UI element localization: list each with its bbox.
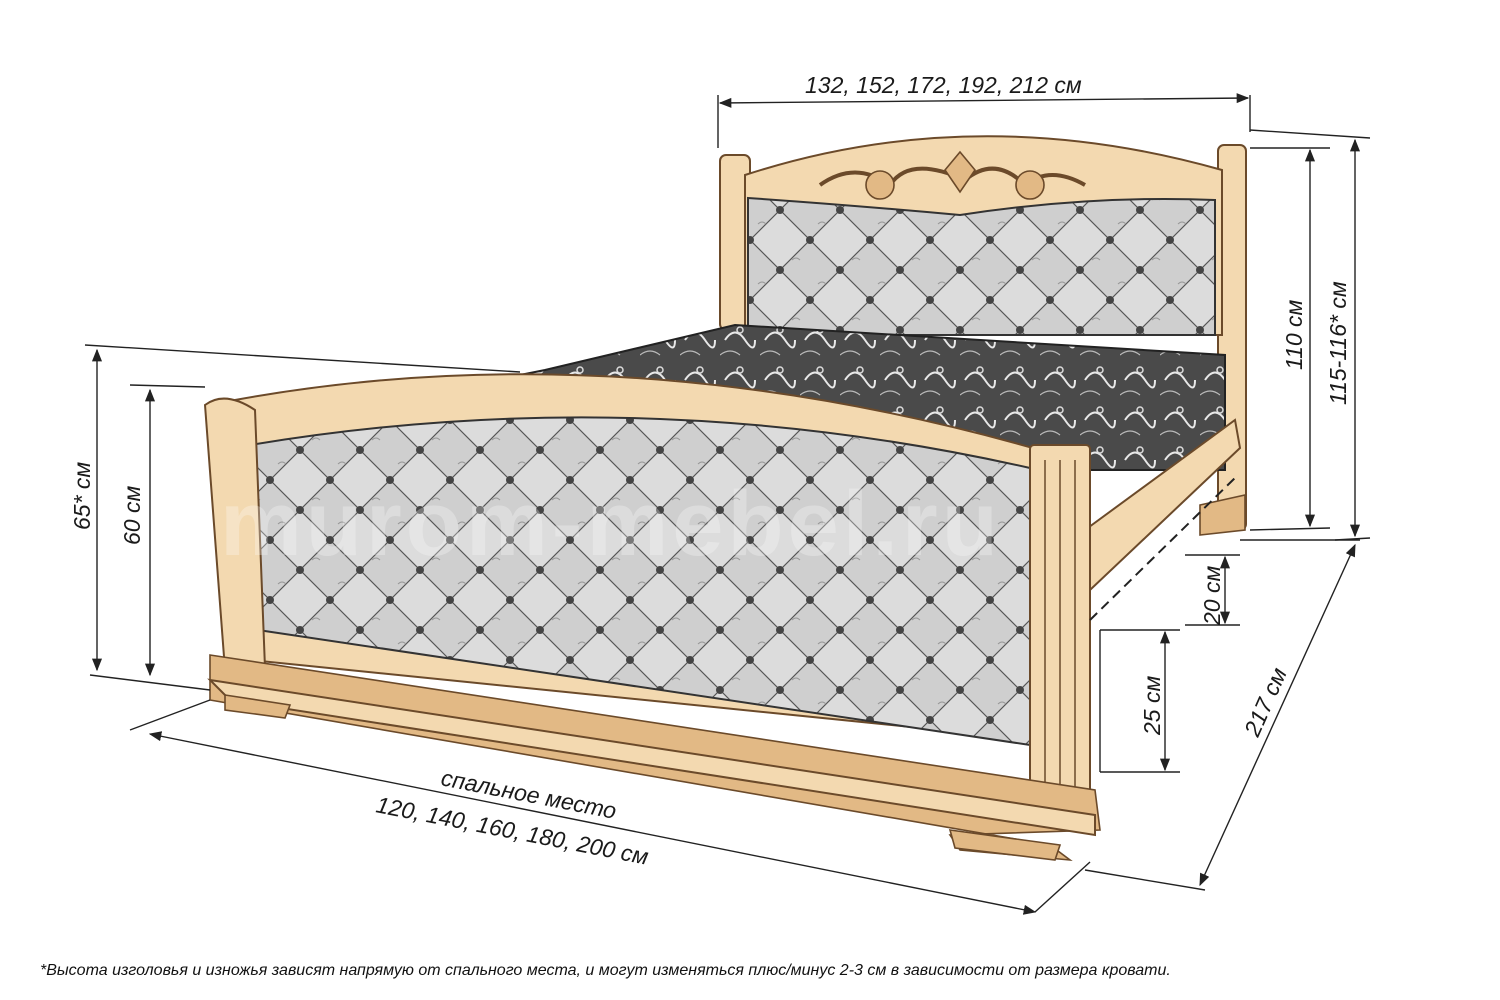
foot-height-label: 60 см	[119, 486, 145, 545]
headboard-foot	[1199, 494, 1246, 536]
footnote: *Высота изголовья и изножья зависят напр…	[40, 962, 1171, 979]
footboard-left-post	[203, 397, 267, 672]
bed-foot-left	[224, 694, 292, 719]
side-rail-label: 20 см	[1199, 566, 1225, 626]
headboard-upholstery	[747, 196, 1216, 336]
bed-illustration: murom-mebel.ru	[203, 135, 1247, 862]
bed-foot-right	[948, 829, 1062, 861]
clearance-label: 25 см	[1139, 676, 1165, 736]
head-width-label: 132, 152, 172, 192, 212 см	[805, 72, 1082, 98]
dimension-lines	[84, 93, 1371, 915]
foot-height-total-label: 65* см	[69, 462, 95, 530]
headboard-ornament	[818, 150, 1086, 200]
footboard-upholstery	[248, 416, 1031, 747]
head-height-label: 110 см	[1281, 299, 1307, 370]
total-head-height-label: 115-116* см	[1325, 281, 1351, 405]
watermark: murom-mebel.ru	[220, 473, 1002, 575]
